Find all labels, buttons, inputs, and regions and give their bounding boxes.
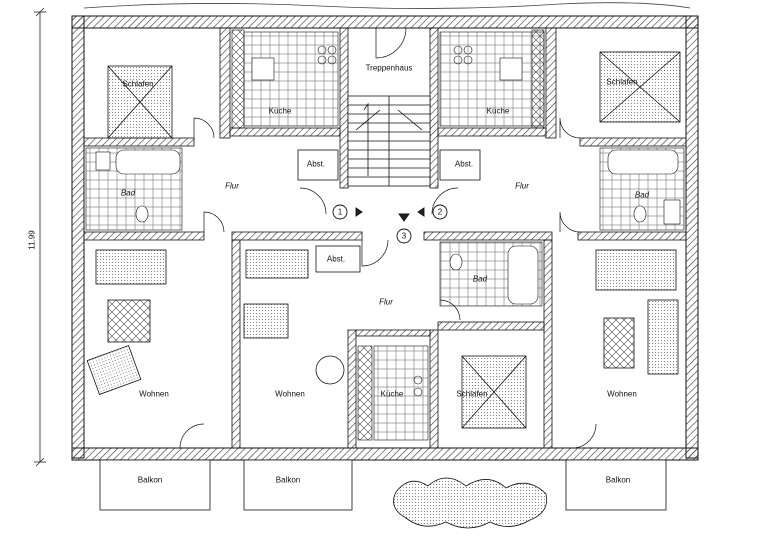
room-label-flur-left: Flur	[225, 181, 239, 191]
kitchen-tiles	[231, 29, 545, 441]
interior-walls	[83, 27, 687, 449]
room-label-abst-left: Abst.	[306, 159, 326, 169]
door-swings	[179, 27, 597, 449]
top-border-decoration	[83, 2, 691, 9]
room-label-kueche-top-left: Küche	[268, 106, 292, 116]
room-label-bad-left: Bad	[120, 188, 136, 198]
room-label-schlafen-top-right: Schlafen	[606, 77, 638, 87]
living-furniture	[86, 249, 679, 395]
beds	[107, 51, 681, 429]
room-label-kueche-top-right: Küche	[486, 106, 510, 116]
outer-walls	[71, 15, 699, 461]
room-label-abst-center: Abst.	[326, 254, 346, 264]
storage-rooms	[297, 149, 481, 273]
balconies	[99, 459, 667, 511]
staircase	[347, 95, 431, 187]
room-label-bad-right: Bad	[634, 190, 650, 200]
room-label-abst-right: Abst.	[454, 159, 474, 169]
room-label-balkon-center: Balkon	[275, 475, 301, 485]
marker-1	[332, 204, 348, 220]
room-label-balkon-right: Balkon	[605, 475, 631, 485]
marker-label-1: 1	[337, 207, 343, 217]
room-label-bad-center: Bad	[472, 274, 488, 284]
marker-label-3: 3	[401, 231, 407, 241]
room-label-wohnen-center: Wohnen	[275, 389, 305, 399]
dimension-line	[34, 7, 46, 467]
entrance-markers	[332, 204, 448, 244]
room-label-wohnen-left: Wohnen	[139, 389, 169, 399]
room-label-flur-right: Flur	[515, 181, 529, 191]
marker-3	[396, 228, 412, 244]
room-label-schlafen-center: Schlafen	[456, 389, 488, 399]
shrubbery	[393, 477, 548, 529]
room-label-balkon-left: Balkon	[137, 475, 163, 485]
room-label-wohnen-right: Wohnen	[607, 389, 637, 399]
dimension-label: 11.99	[27, 230, 37, 250]
bathrooms	[85, 147, 685, 307]
room-label-flur-center: Flur	[379, 297, 393, 307]
room-label-schlafen-top-left: Schlafen	[122, 79, 154, 89]
room-label-treppenhaus: Treppenhaus	[365, 63, 413, 73]
room-label-kueche-center: Küche	[380, 389, 404, 399]
marker-2	[432, 204, 448, 220]
marker-label-2: 2	[437, 207, 443, 217]
